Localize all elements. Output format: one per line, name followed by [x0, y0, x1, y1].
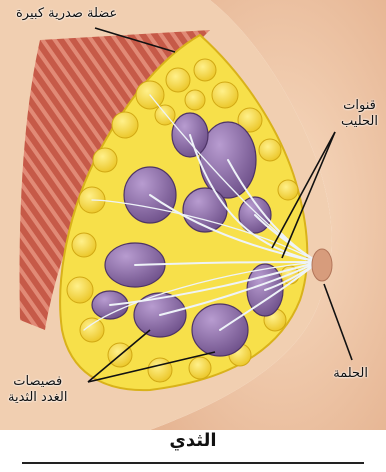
- diagram-caption: الثدي: [0, 430, 386, 451]
- label-lobules-line2: الغدد الثدية: [8, 390, 68, 406]
- label-lobules: فصيصات الغدد الثدية: [8, 374, 68, 406]
- label-milk-ducts: قنوات الحليب: [341, 98, 378, 130]
- label-lobules-line1: فصيصات: [8, 374, 68, 390]
- caption-underline: [22, 462, 364, 464]
- nipple: [312, 249, 332, 281]
- breast-anatomy-diagram: [0, 0, 386, 430]
- label-pectoral-muscle: عضلة صدرية كبيرة: [16, 6, 117, 22]
- label-milk-ducts-line1: قنوات: [341, 98, 378, 114]
- label-nipple: الحلمة: [333, 366, 368, 382]
- label-milk-ducts-line2: الحليب: [341, 114, 378, 130]
